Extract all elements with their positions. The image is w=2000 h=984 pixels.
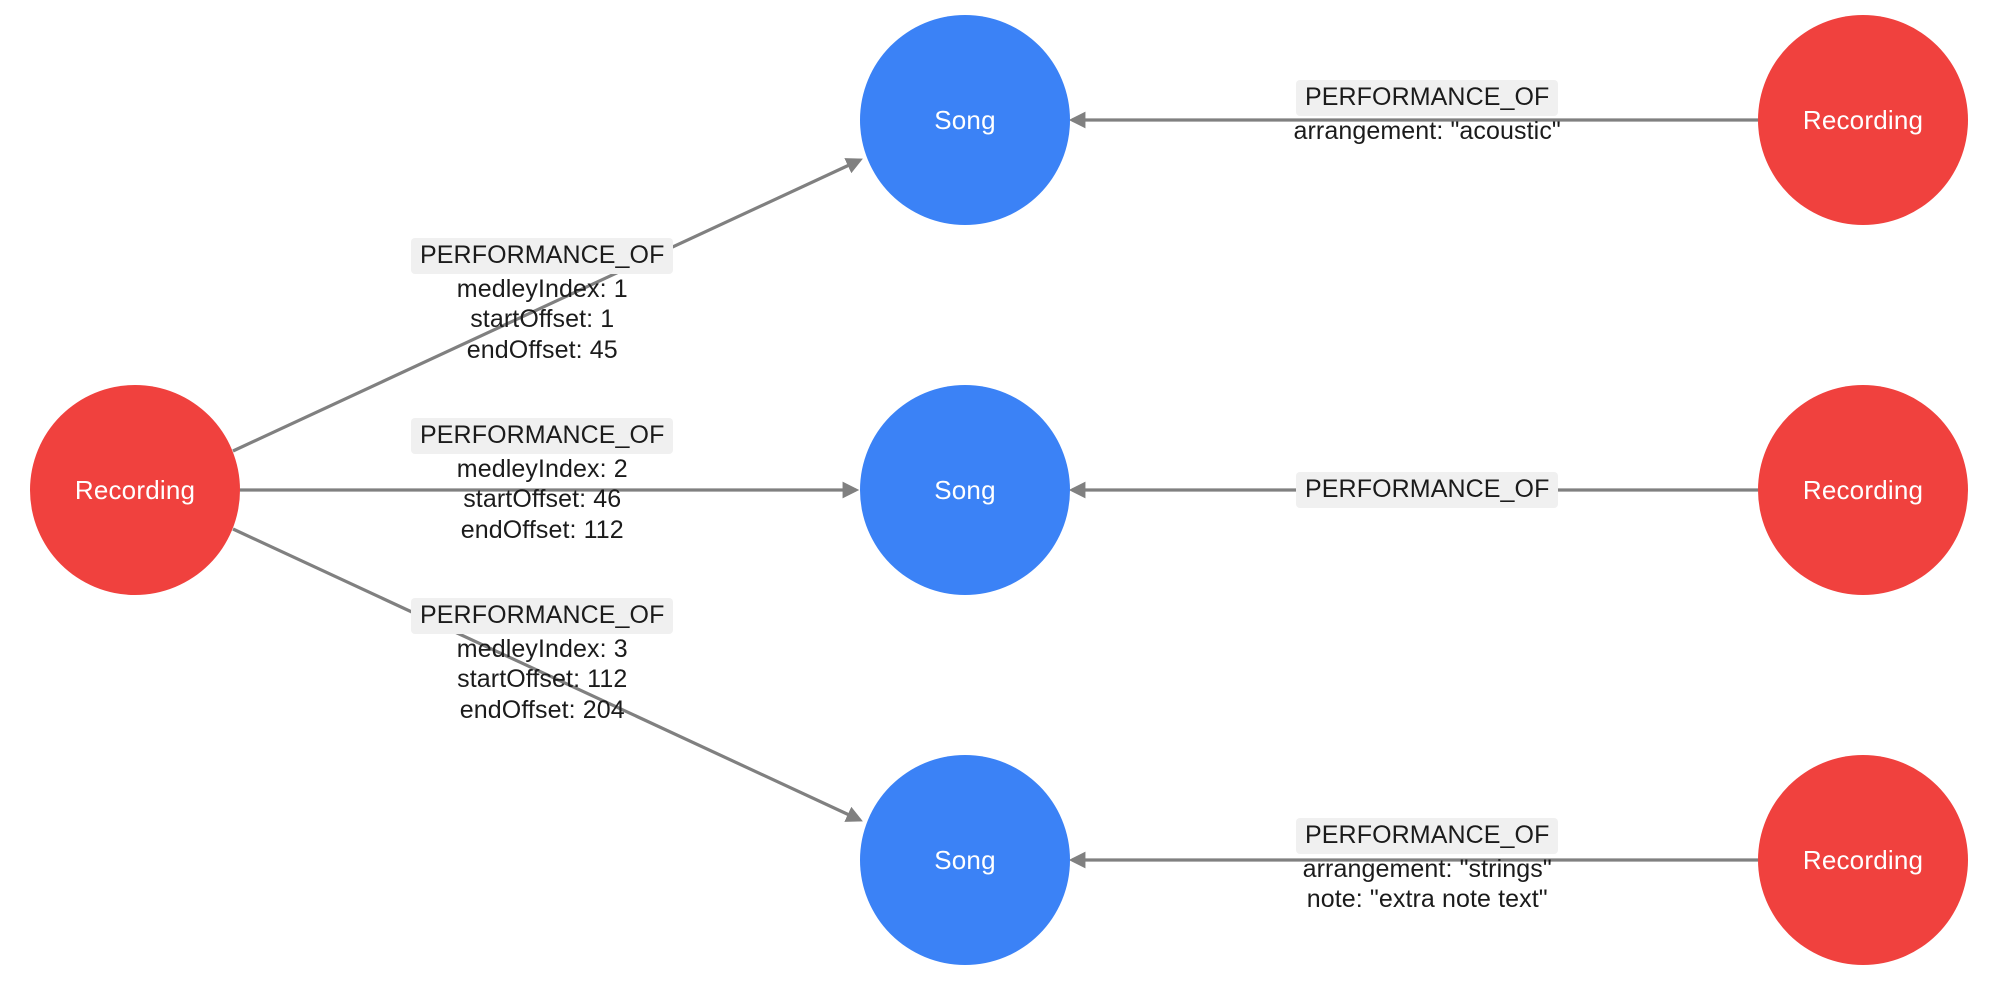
relationship-property: startOffset: 1 [470,305,615,333]
relationship-type-chip: PERFORMANCE_OF [1296,472,1559,508]
relationship-property: medleyIndex: 3 [456,634,628,663]
relationship-property: endOffset: 45 [466,335,618,364]
relationship-type-chip: PERFORMANCE_OF [1296,818,1559,854]
relationship-property: medleyIndex: 1 [456,274,628,303]
edge-line[interactable] [232,158,863,453]
graph-node-song-top[interactable]: Song [860,15,1070,225]
relationship-property: startOffset: 112 [457,665,628,693]
graph-node-rec-left[interactable]: Recording [30,385,240,595]
edge-label-edge-5[interactable]: PERFORMANCE_OF [1296,472,1559,508]
edge-line[interactable] [232,527,863,822]
node-label: Recording [74,475,196,505]
graph-node-rec-mid[interactable]: Recording [1758,385,1968,595]
relationship-property: arrangement: "acoustic" [1293,116,1561,145]
graph-node-song-bot[interactable]: Song [860,755,1070,965]
relationship-type-chip: PERFORMANCE_OF [411,418,674,454]
relationship-type-chip: PERFORMANCE_OF [411,598,674,634]
relationship-property: arrangement: "strings" [1302,854,1552,883]
node-label: Recording [1802,845,1924,875]
relationship-property: note: "extra note text" [1306,885,1548,913]
relationship-property: endOffset: 204 [459,695,625,724]
node-label: Song [934,105,996,135]
graph-node-rec-bot[interactable]: Recording [1758,755,1968,965]
node-label: Song [934,475,996,505]
relationship-property: startOffset: 46 [463,485,622,513]
node-label: Recording [1802,475,1924,505]
relationship-type-chip: PERFORMANCE_OF [411,238,674,274]
node-label: Song [934,845,996,875]
graph-node-rec-top[interactable]: Recording [1758,15,1968,225]
relationship-property: endOffset: 112 [460,515,624,544]
graph-node-song-mid[interactable]: Song [860,385,1070,595]
node-label: Recording [1802,105,1924,135]
relationship-type-chip: PERFORMANCE_OF [1295,80,1559,116]
relationship-property: medleyIndex: 2 [456,454,628,483]
